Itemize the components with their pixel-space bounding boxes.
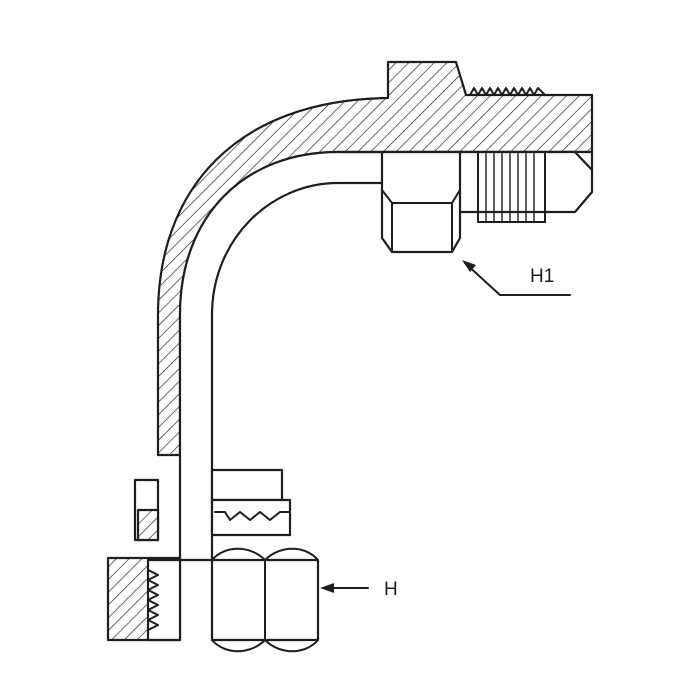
- male-thread-end: [456, 87, 594, 223]
- swivel-nut-h: [106, 547, 320, 653]
- dimension-h1: H1: [462, 260, 571, 296]
- hex-nut-h1: [380, 150, 462, 254]
- collar: [133, 468, 292, 542]
- label-h: H: [384, 579, 398, 600]
- dimension-h: H: [320, 579, 398, 600]
- label-h1: H1: [530, 266, 554, 287]
